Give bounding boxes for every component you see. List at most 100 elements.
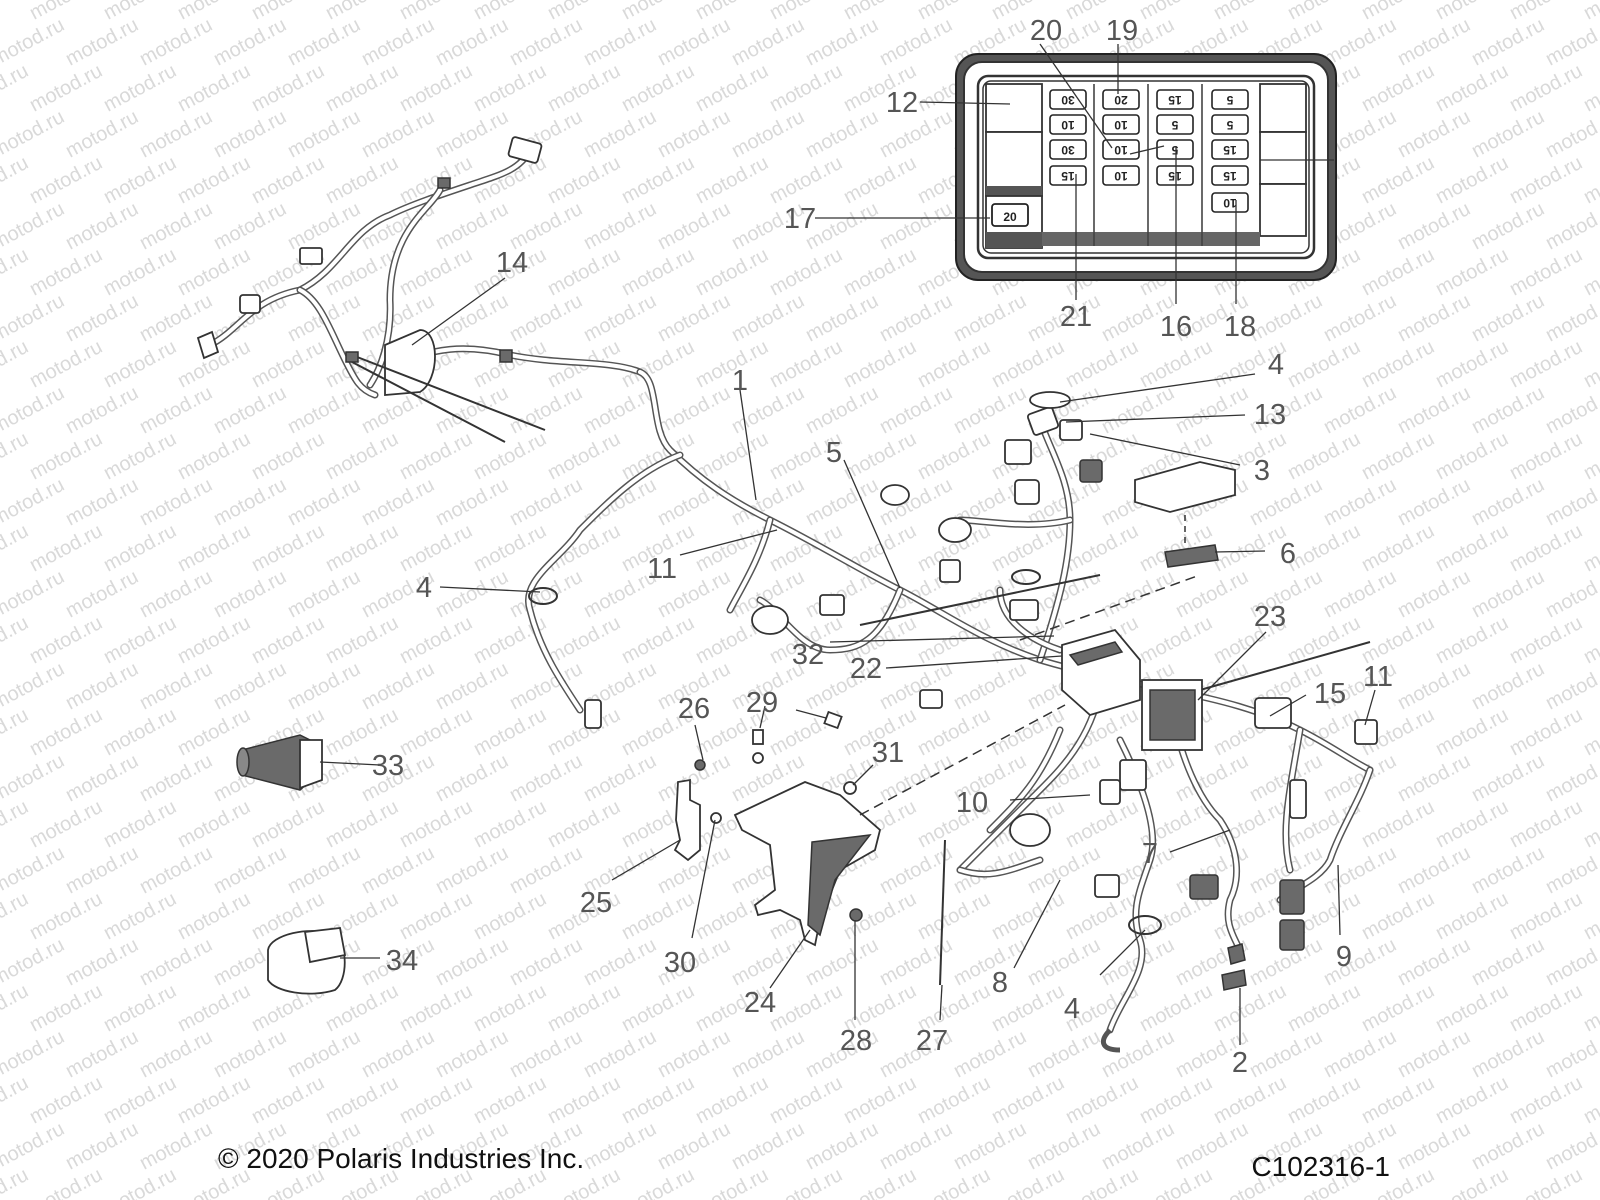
watermark-text: motod.ru: [1284, 428, 1364, 484]
watermark-text: motod.ru: [1320, 382, 1400, 438]
watermark-text: motod.ru: [136, 1118, 216, 1174]
watermark-text: motod.ru: [1358, 612, 1438, 668]
watermark-text: motod.ru: [1394, 382, 1474, 438]
watermark-text: motod.ru: [766, 336, 846, 392]
fuse-slot: [1156, 114, 1194, 135]
fuse-value: 10: [1223, 196, 1237, 210]
harness-left-branch: [196, 136, 644, 443]
watermark-text: motod.ru: [1468, 934, 1548, 990]
watermark-text: motod.ru: [544, 796, 624, 852]
fuse-slot: [1211, 89, 1249, 110]
fuse-value: 15: [1168, 169, 1182, 183]
watermark-text: motod.ru: [1394, 1026, 1474, 1082]
watermark-text: motod.ru: [432, 474, 512, 530]
fuse-value: 15: [1061, 169, 1075, 183]
callout-4-bottom: 4: [1064, 993, 1080, 1025]
watermark-text: motod.ru: [0, 1118, 68, 1174]
watermark-text: motod.ru: [358, 474, 438, 530]
watermark-text: motod.ru: [248, 520, 328, 576]
watermark-text: motod.ru: [506, 14, 586, 70]
watermark-text: motod.ru: [876, 198, 956, 254]
fuse-value: 5: [1171, 143, 1178, 157]
watermark-text: motod.ru: [876, 934, 956, 990]
watermark-text: motod.ru: [284, 106, 364, 162]
watermark-text: motod.ru: [26, 152, 106, 208]
watermark-text: motod.ru: [322, 520, 402, 576]
fuse-slot: [1211, 114, 1249, 135]
callout-19: 19: [1106, 15, 1138, 47]
watermark-text: motod.ru: [248, 612, 328, 668]
watermark-text: motod.ru: [1320, 934, 1400, 990]
watermark-text: motod.ru: [1062, 1164, 1142, 1200]
watermark-text: motod.ru: [0, 704, 32, 760]
watermark-text: motod.ru: [0, 198, 68, 254]
watermark-text: motod.ru: [544, 980, 624, 1036]
watermark-text: motod.ru: [396, 612, 476, 668]
watermark-text: motod.ru: [210, 106, 290, 162]
watermark-text: motod.ru: [396, 520, 476, 576]
watermark-text: motod.ru: [988, 1164, 1068, 1200]
watermark-text: motod.ru: [470, 60, 550, 116]
watermark-text: motod.ru: [0, 244, 32, 300]
watermark-text: motod.ru: [988, 520, 1068, 576]
watermark-text: motod.ru: [506, 198, 586, 254]
watermark-text: motod.ru: [506, 934, 586, 990]
watermark-text: motod.ru: [1024, 1118, 1104, 1174]
watermark-text: motod.ru: [618, 1164, 698, 1200]
watermark-text: motod.ru: [766, 1164, 846, 1200]
watermark-text: motod.ru: [1506, 980, 1586, 1036]
watermark-text: motod.ru: [544, 60, 624, 116]
watermark-text: motod.ru: [1394, 658, 1474, 714]
watermark-text: motod.ru: [432, 14, 512, 70]
watermark-text: motod.ru: [174, 0, 254, 24]
watermark-text: motod.ru: [1284, 980, 1364, 1036]
watermark-text: motod.ru: [100, 612, 180, 668]
watermark-text: motod.ru: [396, 244, 476, 300]
watermark-text: motod.ru: [506, 1026, 586, 1082]
watermark-text: motod.ru: [136, 750, 216, 806]
fuse-17-value: 20: [1003, 210, 1017, 224]
watermark-text: motod.ru: [1098, 1026, 1178, 1082]
watermark-text: motod.ru: [0, 566, 68, 622]
watermark-text: motod.ru: [1358, 244, 1438, 300]
watermark-text: motod.ru: [322, 796, 402, 852]
watermark-text: motod.ru: [618, 0, 698, 24]
watermark-text: motod.ru: [1210, 980, 1290, 1036]
watermark-text: motod.ru: [654, 382, 734, 438]
watermark-text: motod.ru: [544, 1072, 624, 1128]
watermark-text: motod.ru: [544, 428, 624, 484]
watermark-text: motod.ru: [174, 244, 254, 300]
watermark-text: motod.ru: [396, 796, 476, 852]
watermark-text: motod.ru: [802, 1118, 882, 1174]
watermark-text: motod.ru: [100, 704, 180, 760]
watermark-text: motod.ru: [0, 60, 32, 116]
watermark-text: motod.ru: [1024, 842, 1104, 898]
watermark-text: motod.ru: [470, 428, 550, 484]
fuse-value: 15: [1168, 93, 1182, 107]
watermark-text: motod.ru: [358, 842, 438, 898]
watermark-text: motod.ru: [1394, 1118, 1474, 1174]
watermark-text: motod.ru: [618, 980, 698, 1036]
watermark-text: motod.ru: [100, 520, 180, 576]
callout-31: 31: [872, 737, 904, 769]
watermark-text: motod.ru: [506, 842, 586, 898]
watermark-text: motod.ru: [284, 842, 364, 898]
watermark-text: motod.ru: [396, 0, 476, 24]
watermark-text: motod.ru: [1358, 1072, 1438, 1128]
callout-21: 21: [1060, 301, 1092, 333]
watermark-text: motod.ru: [284, 14, 364, 70]
watermark-text: motod.ru: [1358, 336, 1438, 392]
fuse-value: 30: [1061, 143, 1075, 157]
watermark-text: motod.ru: [1210, 520, 1290, 576]
watermark-text: motod.ru: [0, 474, 68, 530]
watermark-text: motod.ru: [1580, 520, 1600, 576]
callout-labels: 20 19 12 17 21 16 18 14 1 11 4 5 4 13 3 …: [372, 15, 1393, 1079]
callout-28: 28: [840, 1025, 872, 1057]
watermark-text: motod.ru: [100, 0, 180, 24]
watermark-text: motod.ru: [506, 750, 586, 806]
watermark-text: motod.ru: [26, 520, 106, 576]
watermark-text: motod.ru: [0, 382, 68, 438]
watermark-text: motod.ru: [0, 612, 32, 668]
watermark-text: motod.ru: [1358, 520, 1438, 576]
watermark-text: motod.ru: [1062, 1072, 1142, 1128]
